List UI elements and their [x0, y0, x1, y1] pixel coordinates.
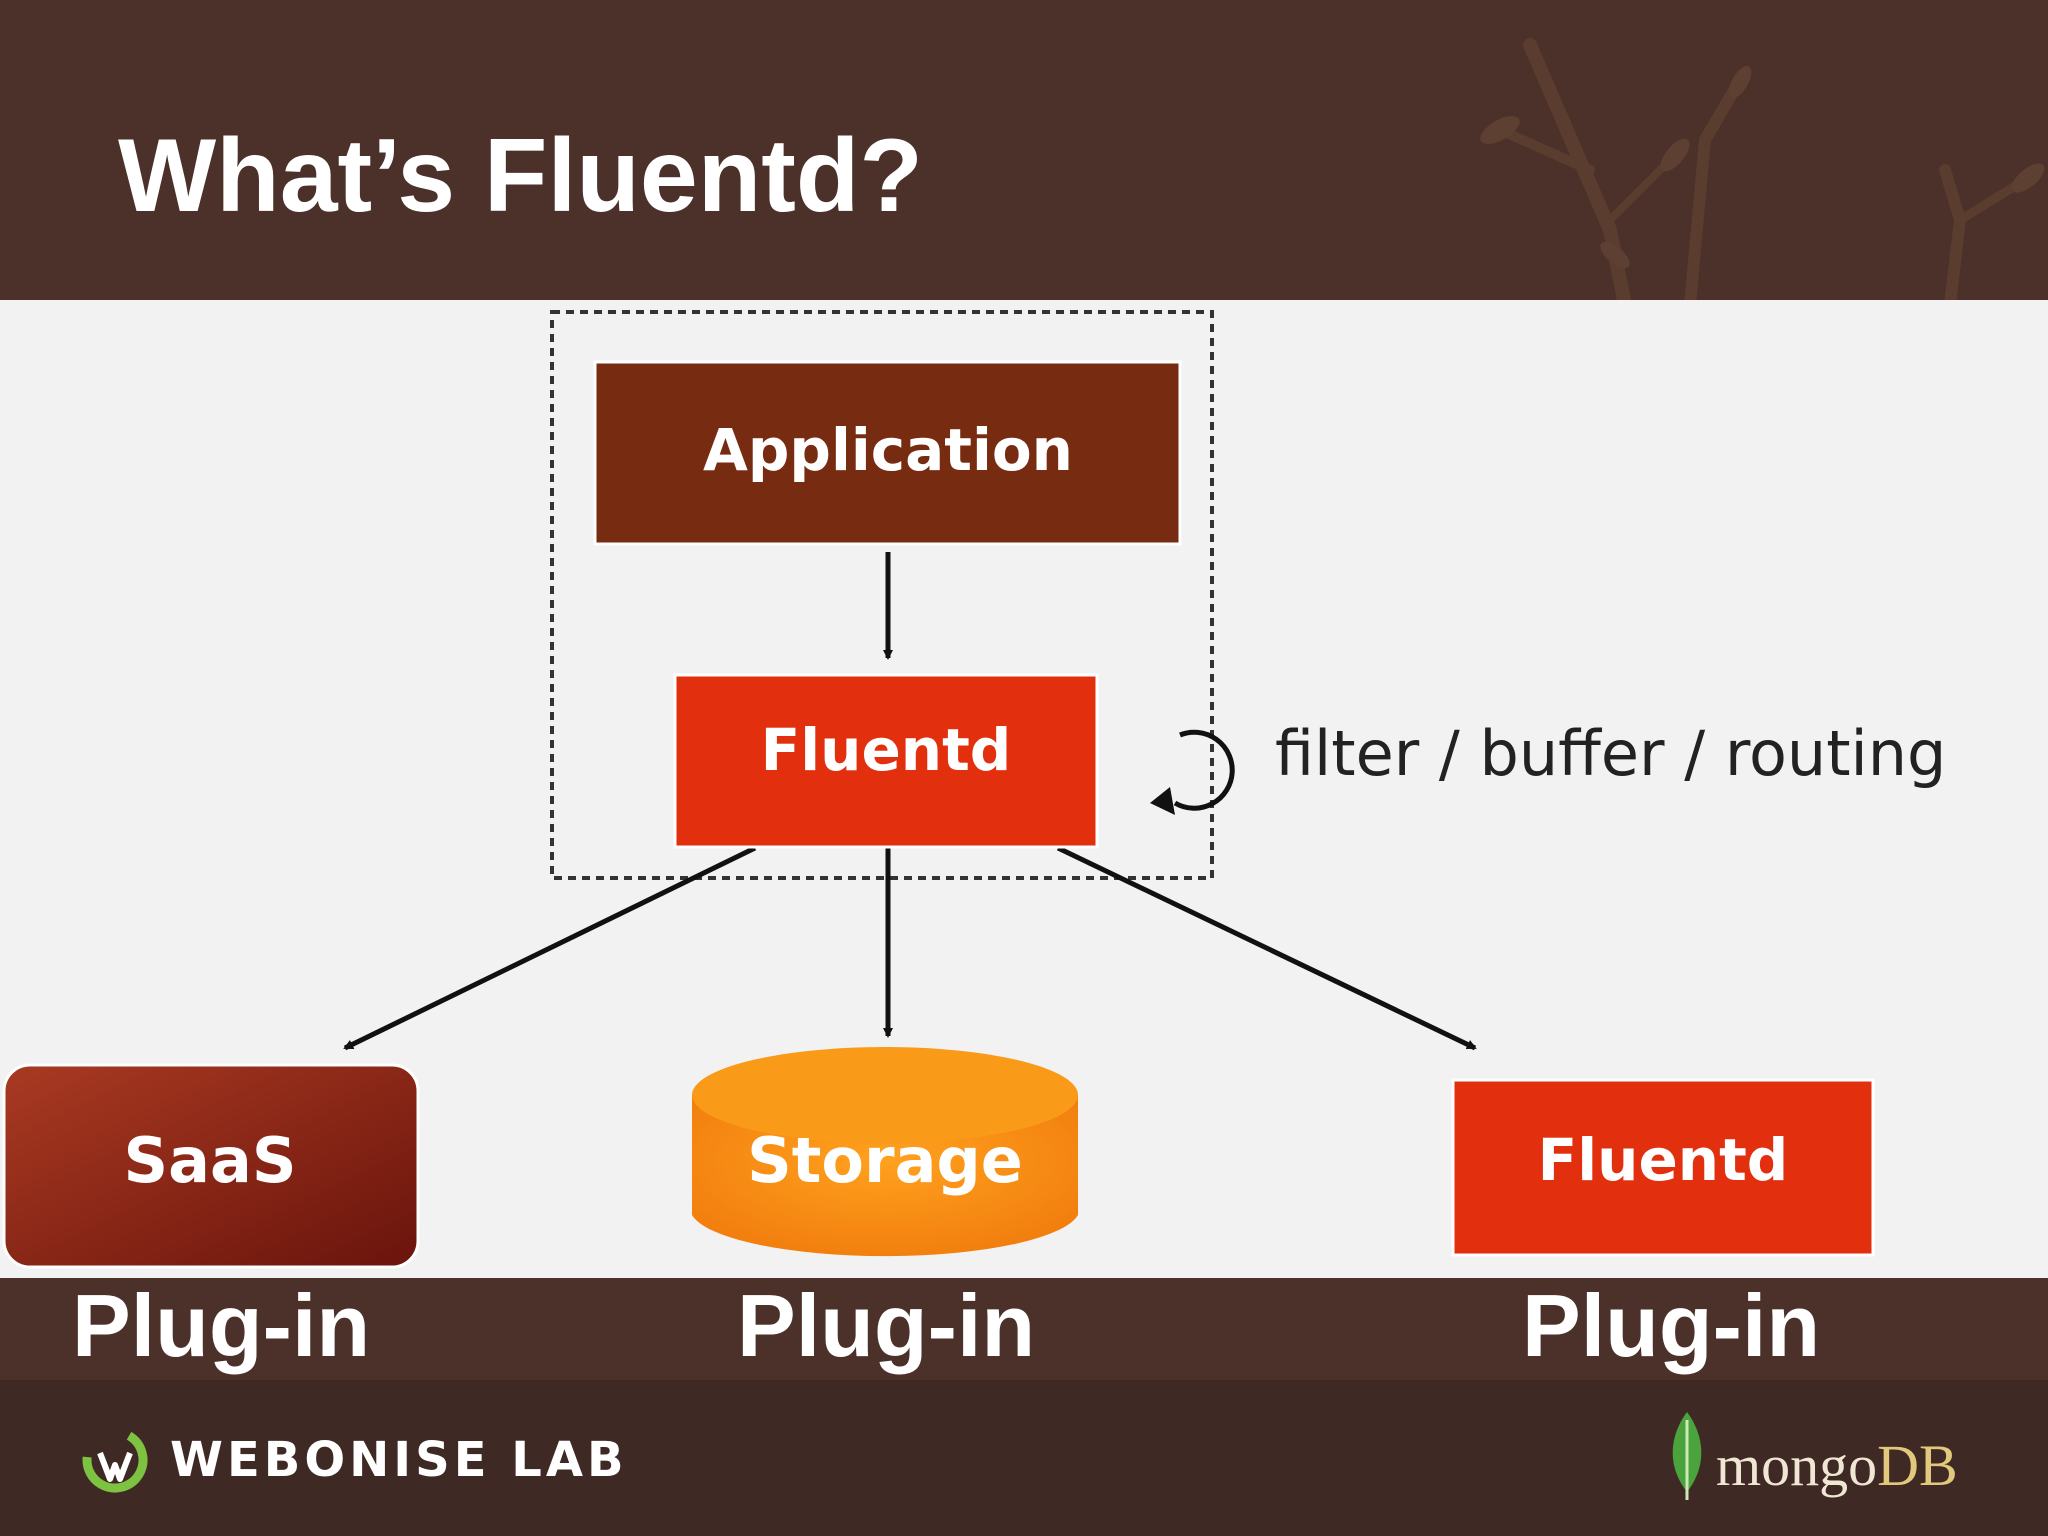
storage-node [692, 1047, 1078, 1257]
fluentd-forward-node [1451, 1078, 1875, 1257]
plugin-label-storage: Plug-in [737, 1276, 1036, 1375]
fluentd-main-node [673, 673, 1099, 849]
mongodb-leaf-icon [1672, 1412, 1702, 1500]
application-label: Application [703, 416, 1073, 484]
slide-footer [0, 1380, 2048, 1536]
fluentd-forward-label: Fluentd [1538, 1126, 1789, 1194]
mongodb-logo-text-b: DB [1877, 1433, 1958, 1498]
diagram-panel: Application Fluentd filter / buffer / ro… [0, 300, 2048, 1278]
mongodb-logo-text-a: mongo [1716, 1433, 1878, 1498]
slide-title: What’s Fluentd? [118, 118, 923, 234]
app-host-group [550, 310, 1214, 880]
plugin-label-saas: Plug-in [72, 1276, 371, 1375]
slide-header: What’s Fluentd? [0, 0, 2048, 305]
saas-node [2, 1063, 420, 1269]
webonise-logo-icon [82, 1427, 148, 1493]
branch-decoration [1480, 38, 2045, 305]
plugin-band [0, 1278, 2048, 1380]
webonise-logo-text: WEBONISE LAB [170, 1432, 628, 1488]
plugin-label-fluentd: Plug-in [1522, 1276, 1821, 1375]
loop-arrow-icon [1173, 729, 1235, 811]
storage-label: Storage [747, 1124, 1023, 1197]
application-node [593, 360, 1182, 546]
edge-fluentd-to-forward [1056, 845, 1477, 1051]
loop-label: filter / buffer / routing [1275, 717, 1946, 790]
fluentd-main-label: Fluentd [761, 716, 1012, 784]
saas-label: SaaS [124, 1124, 297, 1197]
edge-fluentd-to-saas [343, 845, 757, 1051]
mongodb-logo-text: mongoDB [1716, 1432, 1958, 1500]
loop-arrowhead-icon [1150, 787, 1175, 815]
